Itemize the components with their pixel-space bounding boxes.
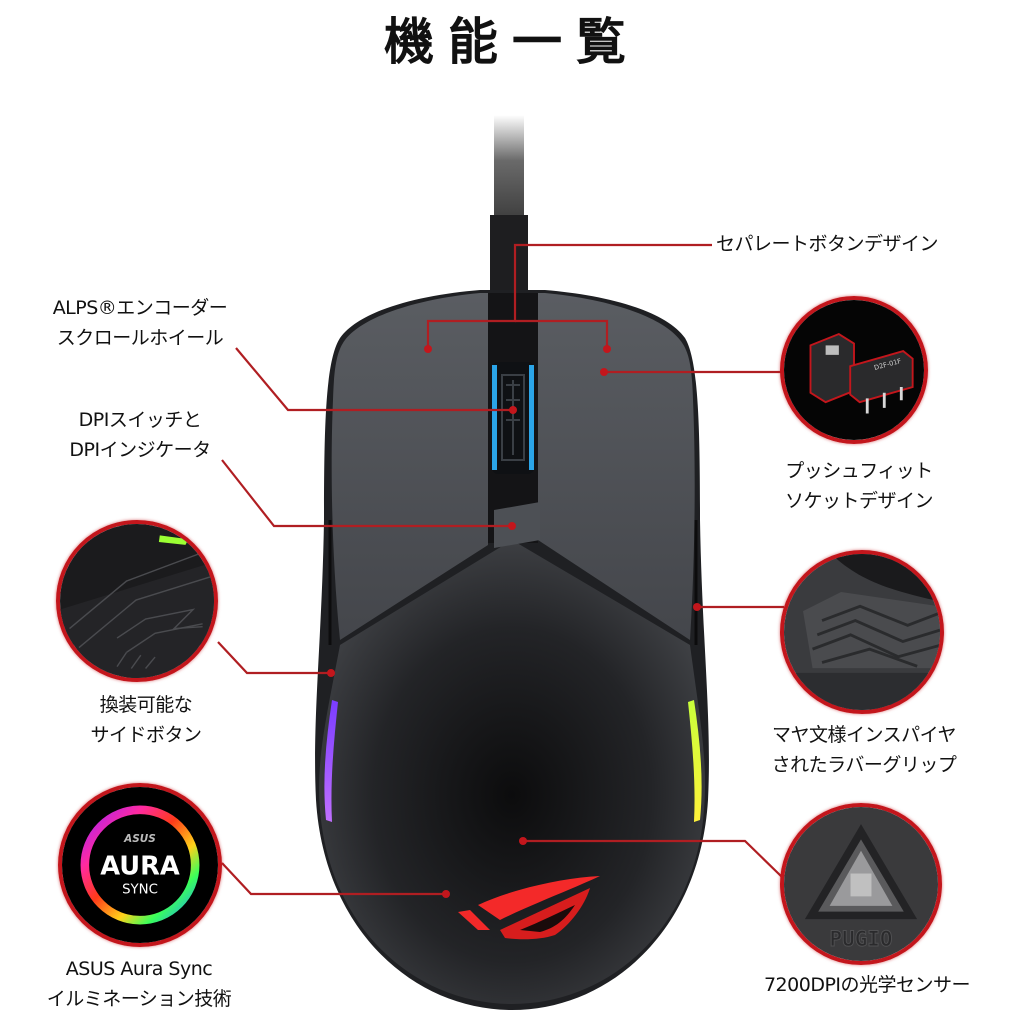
leader-lines	[217, 243, 784, 896]
side-buttons-callout	[56, 520, 218, 682]
label-scroll-wheel: ALPS®エンコーダー スクロールホイール	[52, 297, 228, 349]
label-dpi-switch: DPIスイッチと DPIインジケータ	[69, 409, 211, 461]
label-side-buttons: 換装可能な サイドボタン	[90, 694, 202, 746]
optical-sensor-callout: PUGIO	[780, 803, 942, 965]
dpi-button	[494, 502, 540, 548]
mouse-cable	[490, 115, 528, 295]
push-fit-switch-callout: D2F-01F	[780, 296, 928, 444]
label-rubber-grip: マヤ文様インスパイヤ されたラバーグリップ	[771, 724, 957, 776]
left-rgb-strip	[324, 700, 338, 822]
page-title: 機能一覧	[384, 13, 640, 71]
pugio-text: PUGIO	[830, 927, 893, 951]
rubber-grip-callout	[780, 550, 944, 714]
sync-text: SYNC	[122, 883, 158, 898]
aura-sync-callout: ASUS AURA SYNC	[58, 783, 222, 947]
left-click-button	[331, 293, 488, 640]
right-rgb-strip	[688, 700, 702, 822]
palm-rest	[319, 540, 706, 1004]
label-push-fit: プッシュフィット ソケットデザイン	[784, 460, 934, 512]
right-click-button	[538, 293, 695, 640]
label-aura-sync: ASUS Aura Sync イルミネーション技術	[46, 958, 232, 1010]
rog-logo	[458, 876, 600, 940]
asus-logo-text: ASUS	[123, 833, 156, 845]
leader-dots	[327, 345, 701, 898]
aura-text: AURA	[100, 852, 180, 882]
label-sensor: 7200DPIの光学センサー	[763, 974, 971, 996]
label-separate-buttons: セパレートボタンデザイン	[716, 233, 939, 255]
